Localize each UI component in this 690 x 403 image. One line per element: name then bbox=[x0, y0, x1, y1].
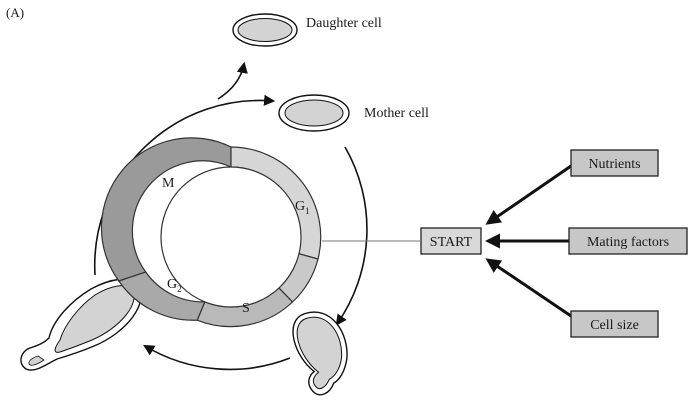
daughter-cell-label: Daughter cell bbox=[306, 16, 382, 31]
nutrients-label: Nutrients bbox=[588, 157, 640, 172]
mating-factors-label: Mating factors bbox=[587, 235, 669, 250]
phase-s-label: S bbox=[242, 301, 250, 316]
start-label: START bbox=[430, 235, 473, 250]
daughter-cell bbox=[233, 14, 297, 46]
phase-g2-subscript: 2 bbox=[177, 284, 182, 294]
budding-cell bbox=[287, 304, 359, 397]
budding-arrow bbox=[218, 64, 244, 99]
right-arc-arrow bbox=[337, 147, 367, 324]
budded-cell bbox=[21, 279, 141, 370]
phase-m-label: M bbox=[162, 176, 175, 191]
phase-g2-letter: G bbox=[167, 277, 177, 292]
mother-cell bbox=[279, 95, 349, 131]
cell-size-label: Cell size bbox=[590, 318, 639, 333]
phase-g1-subscript: 1 bbox=[305, 206, 310, 216]
mother-cell-label: Mother cell bbox=[364, 106, 429, 121]
cell-size-arrow bbox=[488, 260, 571, 316]
panel-label: (A) bbox=[6, 5, 24, 20]
phase-g1-letter: G bbox=[295, 199, 305, 214]
nutrients-arrow bbox=[488, 166, 571, 223]
bottom-arc-arrow bbox=[145, 346, 290, 369]
ring-inner-circle bbox=[161, 167, 301, 307]
input-arrows bbox=[488, 166, 571, 316]
